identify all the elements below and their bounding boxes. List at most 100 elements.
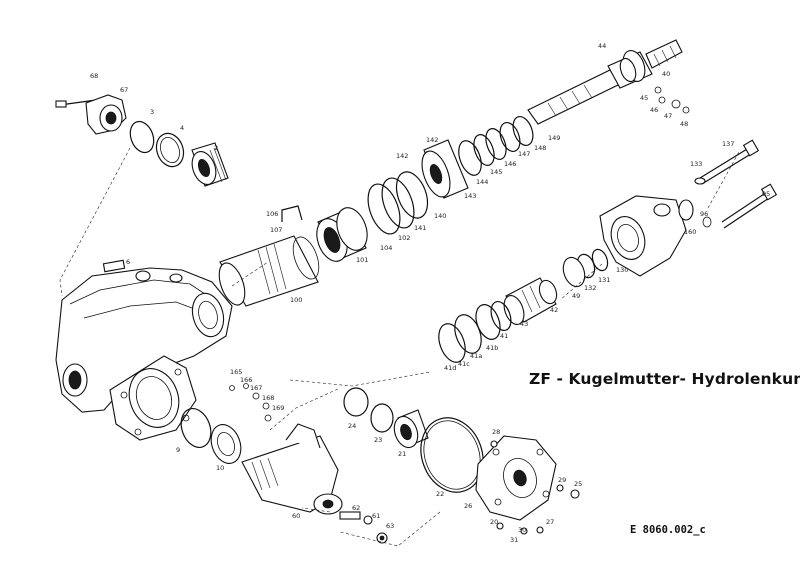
bushing-101 — [316, 207, 368, 262]
clip-106-107 — [281, 205, 303, 222]
seals-131-132 — [562, 248, 609, 288]
bearing-21 — [393, 409, 429, 449]
callout-labels: 68 67 3 4 2 106 107 100 101 104 102 141 … — [90, 42, 770, 544]
drawing-reference-number: E 8060.002_c — [630, 524, 706, 536]
callout-10: 10 — [216, 464, 224, 472]
steering-housing — [55, 267, 233, 441]
callout-21: 21 — [398, 450, 406, 458]
callout-30: 30 — [518, 526, 526, 534]
callout-46: 46 — [650, 106, 658, 114]
small-plate-6 — [102, 259, 126, 273]
rings-104-102-141 — [367, 171, 429, 235]
callout-24: 24 — [348, 422, 356, 430]
small-parts-25-31 — [490, 440, 580, 535]
callout-96: 96 — [700, 210, 708, 218]
callout-165: 165 — [230, 368, 242, 376]
callout-3: 3 — [150, 108, 154, 116]
callout-44: 44 — [598, 42, 606, 50]
callout-41d: 41d — [444, 364, 456, 372]
callout-43: 43 — [520, 320, 528, 328]
callout-102: 102 — [398, 234, 410, 242]
callout-41b: 41b — [486, 344, 498, 352]
callout-149: 149 — [548, 134, 560, 142]
seals-24-23 — [343, 387, 394, 433]
callout-60: 60 — [292, 512, 300, 520]
callout-2: 2 — [214, 144, 218, 152]
callout-23: 23 — [374, 436, 382, 444]
callout-63: 63 — [386, 522, 394, 530]
callout-137: 137 — [722, 140, 734, 148]
callout-130: 130 — [616, 266, 628, 274]
callout-4: 4 — [180, 124, 184, 132]
callout-132: 132 — [584, 284, 596, 292]
callout-167: 167 — [250, 384, 262, 392]
callout-143: 143 — [464, 192, 476, 200]
callout-145: 145 — [490, 168, 502, 176]
o-ring-22 — [420, 417, 484, 493]
callout-101: 101 — [356, 256, 368, 264]
ball-nut-42-43 — [503, 277, 558, 325]
valve-body-140-142 — [421, 139, 469, 199]
rings-41 — [438, 300, 512, 363]
callout-133: 133 — [690, 160, 702, 168]
callout-147: 147 — [518, 150, 530, 158]
callout-20: 20 — [490, 518, 498, 526]
callout-166: 166 — [240, 376, 252, 384]
callout-131: 131 — [598, 276, 610, 284]
small-parts-45-48 — [654, 86, 690, 114]
bolt-95 — [721, 183, 778, 229]
callout-41a: 41a — [470, 352, 482, 360]
callout-168: 168 — [262, 394, 274, 402]
side-cover-20 — [475, 435, 557, 521]
bolt-137 — [694, 139, 760, 185]
sector-shaft-60 — [241, 423, 343, 515]
callout-106: 106 — [266, 210, 278, 218]
piston-100 — [218, 235, 320, 307]
callout-42a: 42 — [550, 306, 558, 314]
callout-41c: 41c — [458, 360, 470, 368]
callout-62: 62 — [352, 504, 360, 512]
callout-27: 27 — [546, 518, 554, 526]
callout-25: 25 — [574, 480, 582, 488]
callout-48: 48 — [680, 120, 688, 128]
input-shaft-40 — [527, 39, 683, 125]
callout-95: 95 — [762, 190, 770, 198]
hex-nut-68-assembly — [55, 94, 127, 135]
rings-143-147 — [458, 115, 534, 176]
callout-142a: 142 — [396, 152, 408, 160]
callout-6: 6 — [126, 258, 130, 266]
diagram-title: ZF - Kugelmutter- Hydrolenkung — [529, 370, 800, 388]
callout-160: 160 — [684, 228, 696, 236]
callout-41: 41 — [500, 332, 508, 340]
callout-68: 68 — [90, 72, 98, 80]
bearing-10 — [210, 424, 242, 464]
callout-140: 140 — [434, 212, 446, 220]
callout-40: 40 — [662, 70, 670, 78]
callout-104: 104 — [380, 244, 392, 252]
callout-45: 45 — [640, 94, 648, 102]
callout-100: 100 — [290, 296, 302, 304]
needle-bearing-2 — [191, 142, 229, 187]
screw-62-parts — [339, 511, 388, 544]
callout-26: 26 — [464, 502, 472, 510]
callout-142b: 142 — [426, 136, 438, 144]
callout-47: 47 — [664, 112, 672, 120]
callout-146: 146 — [504, 160, 516, 168]
leader-lines — [59, 147, 741, 547]
callout-31: 31 — [510, 536, 518, 544]
callout-148: 148 — [534, 144, 546, 152]
snap-ring-3 — [129, 120, 155, 154]
seal-9 — [180, 408, 212, 448]
callout-22: 22 — [436, 490, 444, 498]
callout-29: 29 — [558, 476, 566, 484]
ring-4 — [155, 132, 185, 168]
callout-67: 67 — [120, 86, 128, 94]
callout-141: 141 — [414, 224, 426, 232]
callout-49: 49 — [572, 292, 580, 300]
callout-61: 61 — [372, 512, 380, 520]
callout-9: 9 — [176, 446, 180, 454]
cover-130 — [599, 195, 712, 277]
callout-169: 169 — [272, 404, 284, 412]
